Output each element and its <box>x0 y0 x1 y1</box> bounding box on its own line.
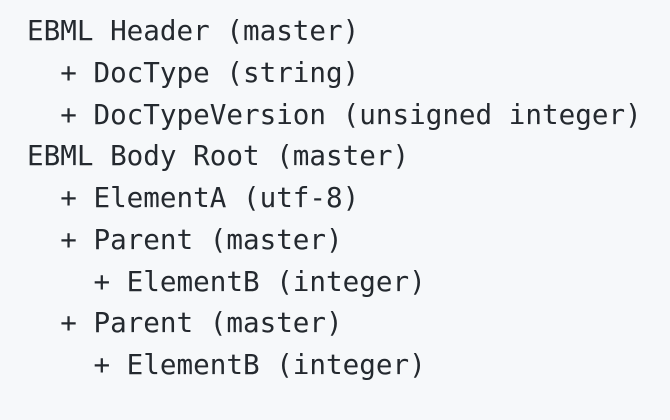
code-line-elementa: + ElementA (utf-8) <box>27 181 360 214</box>
code-line-elementb-2: + ElementB (integer) <box>27 348 426 381</box>
code-line-doctypeversion: + DocTypeVersion (unsigned integer) <box>27 97 642 131</box>
code-line-ebml-header: EBML Header (master) <box>27 14 360 47</box>
code-line-parent-2: + Parent (master) <box>27 306 343 340</box>
code-line-elementb-1: + ElementB (integer) <box>27 264 426 298</box>
code-line-parent-1: + Parent (master) <box>27 222 343 256</box>
code-line-ebml-body-root: EBML Body Root (master) <box>27 139 410 173</box>
code-line-doctype: + DocType (string) <box>27 55 360 89</box>
